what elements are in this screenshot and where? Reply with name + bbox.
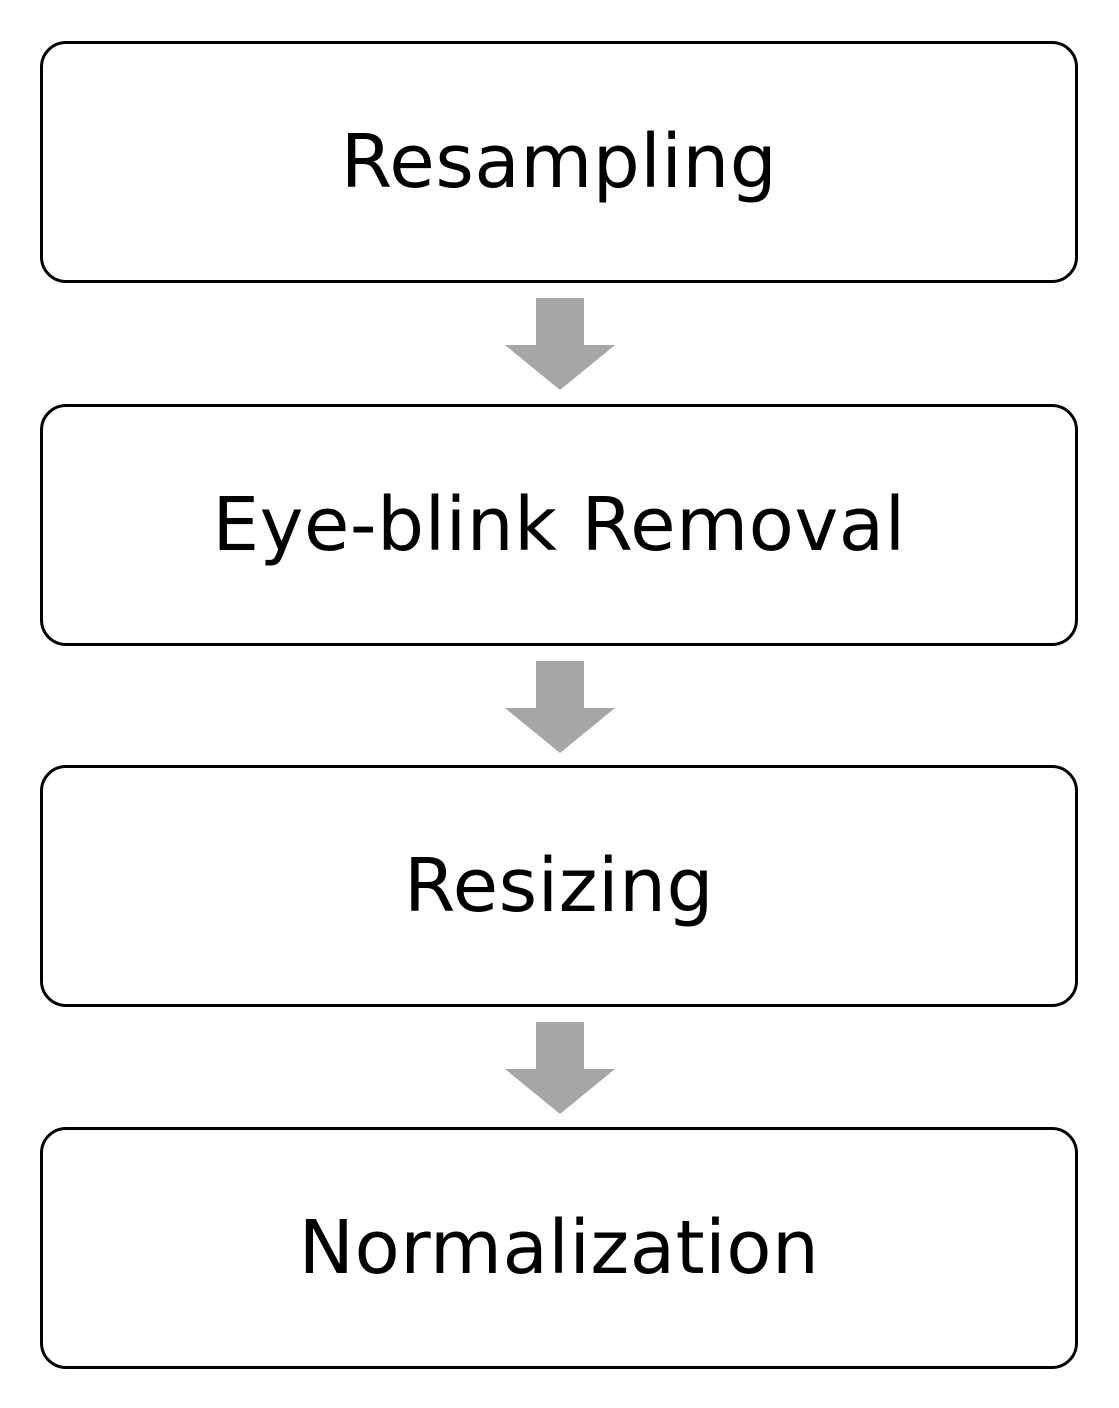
down-arrow-icon bbox=[505, 661, 615, 753]
step-label: Normalization bbox=[298, 1205, 820, 1291]
step-label: Resampling bbox=[340, 119, 778, 205]
step-label: Eye-blink Removal bbox=[212, 482, 906, 568]
step-box-eye-blink-removal: Eye-blink Removal bbox=[40, 404, 1078, 646]
down-arrow-icon bbox=[505, 298, 615, 390]
step-label: Resizing bbox=[403, 843, 714, 929]
down-arrow-icon bbox=[505, 1022, 615, 1114]
step-box-resizing: Resizing bbox=[40, 765, 1078, 1007]
step-box-normalization: Normalization bbox=[40, 1127, 1078, 1369]
step-box-resampling: Resampling bbox=[40, 41, 1078, 283]
